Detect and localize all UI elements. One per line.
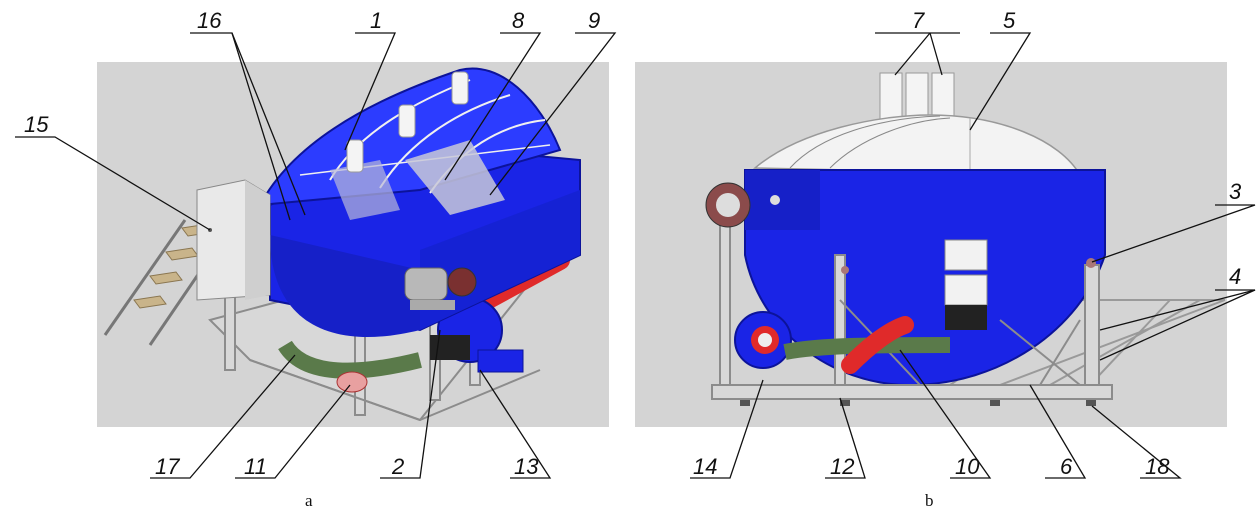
callout-1: 1: [370, 8, 382, 33]
callout-15: 15: [24, 112, 49, 137]
green-hose: [278, 340, 422, 379]
callout-6: 6: [1060, 454, 1073, 479]
dome-b: [752, 114, 1082, 176]
callout-17: 17: [155, 454, 180, 479]
feet: [740, 400, 1096, 406]
pump: [336, 371, 368, 393]
callout-7: 7: [912, 8, 925, 33]
callout-13: 13: [514, 454, 539, 479]
callout-12: 12: [830, 454, 854, 479]
panel-b: 7 5 3 4 14 12 10 6 18 b: [635, 8, 1256, 510]
blower-fan-b: [734, 311, 792, 369]
callout-3: 3: [1229, 179, 1242, 204]
callout-8: 8: [512, 8, 525, 33]
callout-5: 5: [1003, 8, 1016, 33]
panel-a-caption: a: [305, 491, 313, 510]
callout-2: 2: [391, 454, 404, 479]
panel-b-caption: b: [925, 491, 934, 510]
callout-16: 16: [197, 8, 222, 33]
red-pipe-b: [841, 316, 914, 374]
green-hose-b: [783, 337, 951, 360]
control-cabinet: [196, 179, 271, 301]
callout-9: 9: [588, 8, 600, 33]
callout-18: 18: [1145, 454, 1170, 479]
callout-11: 11: [244, 454, 267, 479]
callout-10: 10: [955, 454, 980, 479]
flange: [705, 182, 751, 228]
callout-14: 14: [693, 454, 717, 479]
motor: [404, 267, 477, 310]
callout-4: 4: [1229, 264, 1241, 289]
leader-lines-a: [15, 32, 617, 479]
panel-a: 15 16 1 8 9 17 11 2 13 a: [15, 8, 617, 510]
leader-lines-b: [690, 32, 1256, 479]
vent-pipes: [346, 71, 469, 173]
